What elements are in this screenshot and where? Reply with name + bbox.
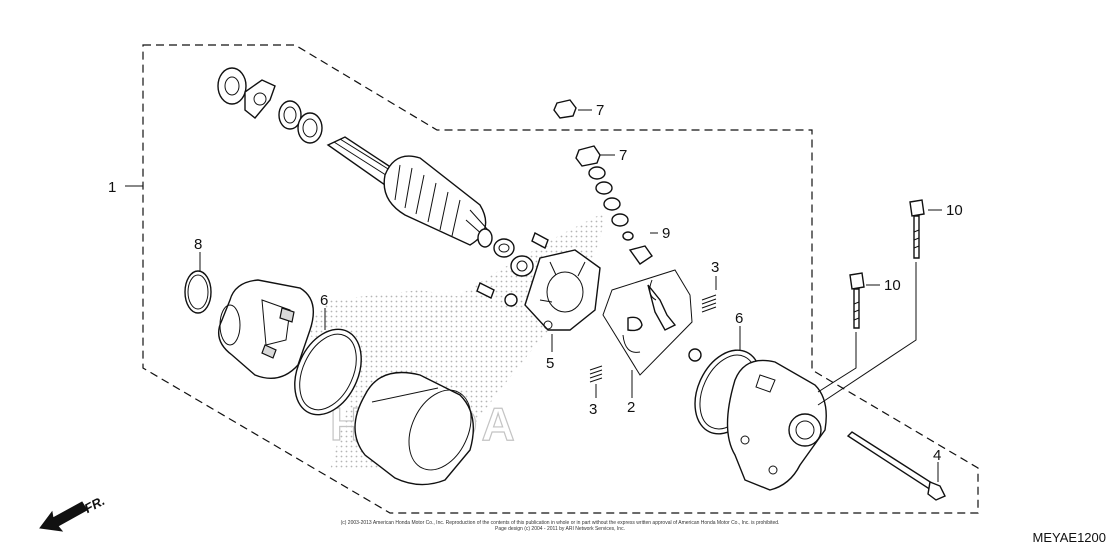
bolt-reference-line-lower <box>817 332 857 393</box>
front-bracket <box>726 359 827 491</box>
callout-2: 2 <box>627 399 635 416</box>
callout-7a: 7 <box>596 102 604 119</box>
armature-group <box>217 67 493 248</box>
callout-5: 5 <box>546 355 554 372</box>
callout-1: 1 <box>108 179 116 196</box>
brush-set <box>602 269 702 376</box>
callout-3b: 3 <box>711 259 719 276</box>
copyright-notice: (c) 2003-2013 American Honda Motor Co., … <box>300 520 820 532</box>
callout-9: 9 <box>662 225 670 242</box>
callout-8: 8 <box>194 236 202 253</box>
callout-6a: 6 <box>320 292 328 309</box>
diagram-code: MEYAE1200 <box>1032 530 1106 545</box>
terminal-hardware-stack <box>553 99 653 265</box>
brush-holder <box>524 249 601 331</box>
assembly-boundary-line <box>142 44 979 514</box>
mounting-bolts <box>849 199 925 329</box>
callout-7b: 7 <box>619 147 627 164</box>
callout-4: 4 <box>933 447 941 464</box>
copyright-line-1: (c) 2003-2013 American Honda Motor Co., … <box>340 520 780 526</box>
commutator-washers <box>476 232 549 307</box>
front-direction-arrow-icon <box>39 501 88 532</box>
bolt-reference-line-upper <box>817 262 917 406</box>
o-ring-left <box>294 328 362 416</box>
callout-10a: 10 <box>946 202 963 219</box>
brush-springs <box>589 294 717 383</box>
copyright-line-2: Page design (c) 2004 - 2011 by ARI Netwo… <box>495 526 625 532</box>
through-bolt <box>846 431 946 501</box>
callout-3a: 3 <box>589 401 597 418</box>
rear-cover <box>184 270 314 379</box>
motor-yoke <box>354 371 474 486</box>
callout-6b: 6 <box>735 310 743 327</box>
callout-10b: 10 <box>884 277 901 294</box>
callout-leaders <box>125 109 942 482</box>
